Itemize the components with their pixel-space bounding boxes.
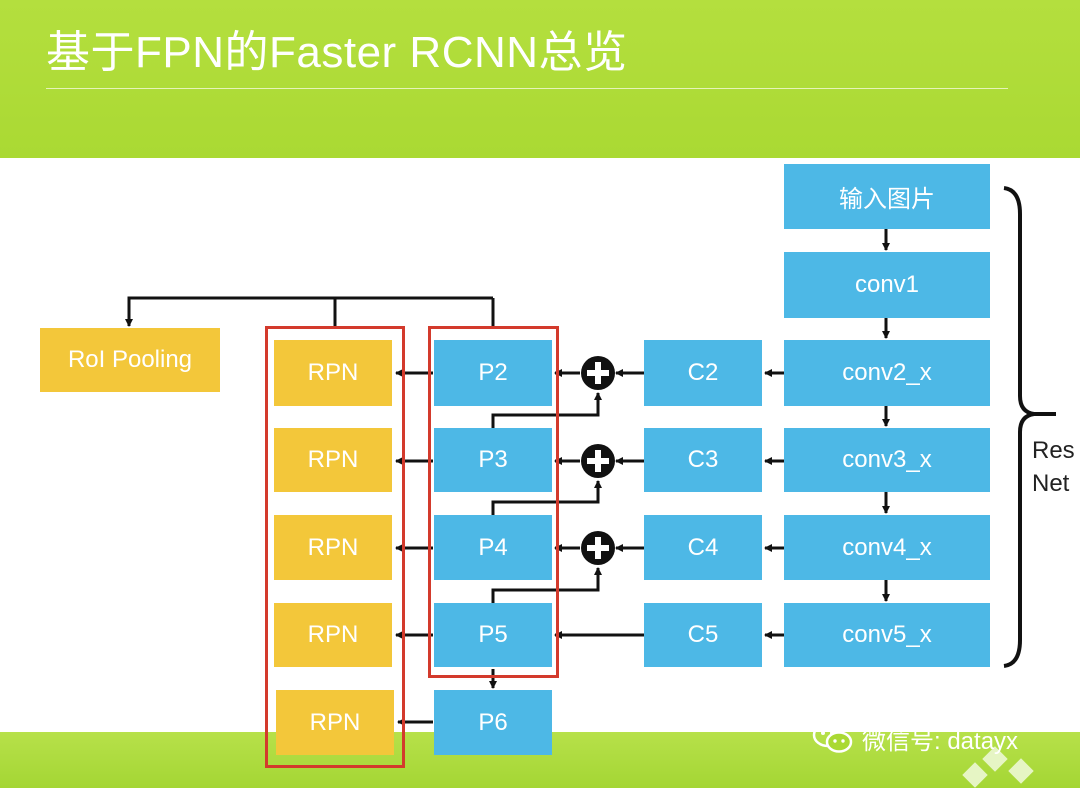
c3-box: C3	[644, 428, 762, 492]
conv4-box: conv4_x	[784, 515, 990, 580]
resnet-label: Res Net	[1032, 437, 1075, 497]
c4-box: C4	[644, 515, 762, 580]
plus-node	[581, 444, 615, 478]
conv5-box: conv5_x	[784, 603, 990, 667]
rpn-box: RPN	[274, 428, 392, 492]
p6-box: P6	[434, 690, 552, 755]
input-image-box: 输入图片	[784, 164, 990, 229]
arrow	[491, 392, 602, 428]
watermark-text: 微信号: datayx	[862, 727, 1019, 755]
plus-node	[581, 356, 615, 390]
rpn-box: RPN	[274, 340, 392, 406]
watermark: 微信号: datayx	[812, 720, 1018, 756]
rpn-group-frame	[265, 326, 405, 768]
slide-title: 基于FPN的Faster RCNN总览	[46, 28, 628, 77]
conv2-box: conv2_x	[784, 340, 990, 406]
rpn-box: RPN	[276, 690, 394, 755]
plus-node	[581, 531, 615, 565]
wechat-icon	[812, 722, 853, 753]
rpn-box: RPN	[274, 603, 392, 667]
pyramid-group-frame	[428, 326, 559, 678]
p2-box: P2	[434, 340, 552, 406]
roi-pooling-box: RoI Pooling	[40, 328, 220, 392]
conv1-box: conv1	[784, 252, 990, 318]
p4-box: P4	[434, 515, 552, 580]
title-divider	[46, 88, 1008, 89]
arrow	[491, 480, 602, 515]
p5-box: P5	[434, 603, 552, 667]
rpn-box: RPN	[274, 515, 392, 580]
c5-box: C5	[644, 603, 762, 667]
conv3-box: conv3_x	[784, 428, 990, 492]
arrow	[491, 567, 602, 603]
p3-box: P3	[434, 428, 552, 492]
arrow	[125, 296, 337, 328]
slide-header: 基于FPN的Faster RCNN总览	[0, 0, 1080, 158]
resnet-brace	[1003, 186, 1056, 668]
c2-box: C2	[644, 340, 762, 406]
